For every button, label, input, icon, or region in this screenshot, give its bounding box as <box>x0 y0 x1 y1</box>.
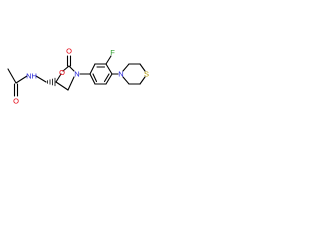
bond-c2-ring-nitrogen <box>68 65 75 72</box>
atom-label-thiomorpholine-nitrogen: N <box>118 70 123 79</box>
hashed-wedge-bond <box>47 77 56 87</box>
bond-c4-c5 <box>55 81 69 91</box>
atom-label-amide-nitrogen: NH <box>26 72 37 81</box>
bond-phenyl-4-5 <box>105 73 113 85</box>
bond-phenyl-1-2 <box>89 63 96 75</box>
bond-ch2-sulfur-top <box>139 63 146 72</box>
bond-nitrogen-methylene <box>35 75 47 83</box>
bond-ch2-n-bottom <box>122 76 130 85</box>
atom-label-amide-oxygen: O <box>13 97 19 106</box>
bond-phenyl-fluorine <box>105 55 112 65</box>
atom-label-ring-oxygen: O <box>59 68 65 77</box>
atom-label-sulfur: S <box>144 70 149 79</box>
atom-label-ring-nitrogen: N <box>74 70 79 79</box>
bond-phenyl-inner-b <box>103 73 110 83</box>
bond-methyl-carbonyl <box>7 68 17 84</box>
bond-phenyl-6-1 <box>89 73 96 85</box>
bond-phenyl-inner-c <box>92 73 98 83</box>
atom-label-fluorine: F <box>110 48 115 57</box>
atom-label-layer: O NH O O N F N S <box>13 47 149 106</box>
atom-label-carbonyl-oxygen: O <box>66 47 72 56</box>
bond-n-ch2-top <box>122 63 130 72</box>
bond-phenyl-3-4 <box>105 63 113 75</box>
bond-carbonyl-nitrogen <box>15 75 28 84</box>
bond-c5-ring-oxygen <box>55 73 62 83</box>
bond-sulfur-ch2-bottom <box>139 76 146 85</box>
bond-layer <box>7 55 146 97</box>
chemical-structure-diagram: O NH O O N F N S <box>7 47 149 106</box>
bond-ring-nitrogen-c4 <box>67 76 75 91</box>
bond-ring-oxygen-c2 <box>62 65 70 72</box>
